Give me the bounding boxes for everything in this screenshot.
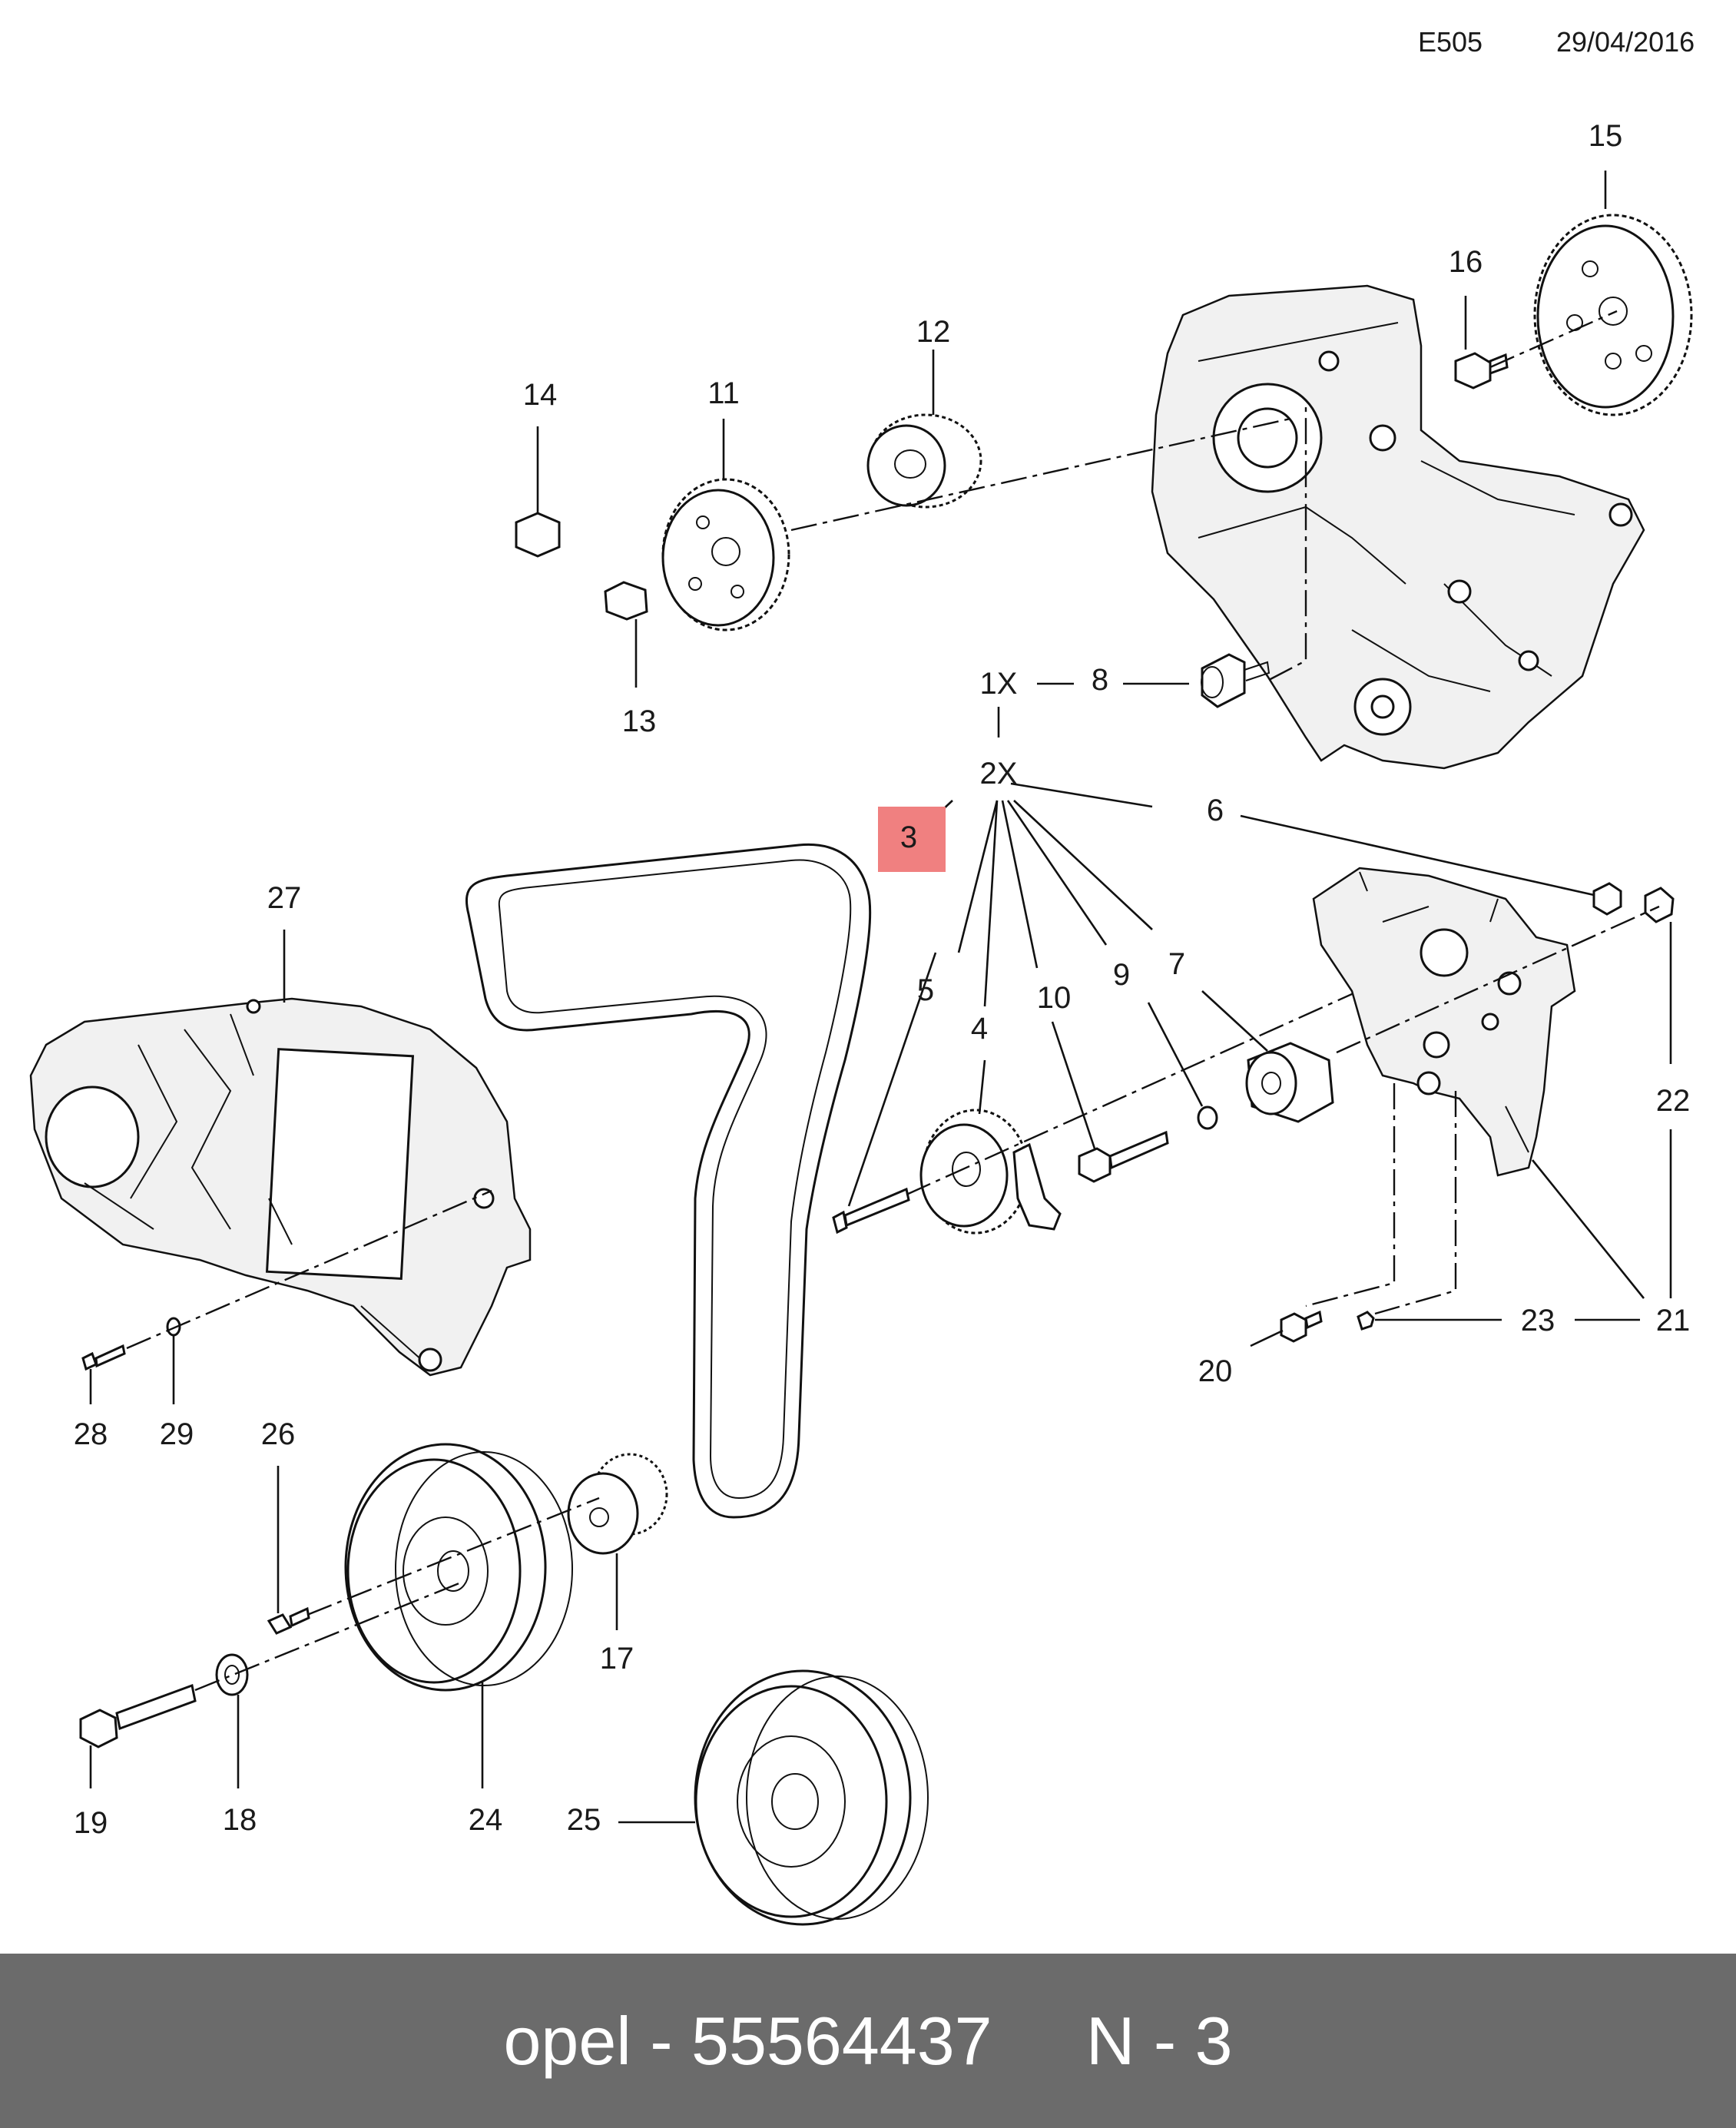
bolt-20	[1280, 1310, 1323, 1343]
callout-8: 8	[1092, 663, 1108, 697]
callout-28: 28	[74, 1417, 108, 1451]
bolt-22	[1644, 887, 1675, 923]
callout-26: 26	[261, 1417, 296, 1451]
callout-12: 12	[916, 315, 951, 349]
bolt-23	[1357, 1311, 1375, 1331]
screw-26	[267, 1606, 310, 1635]
bracket-21	[1312, 867, 1576, 1177]
callout-13: 13	[622, 704, 657, 738]
callout-22: 22	[1656, 1084, 1691, 1118]
tensioner-pulley	[919, 1109, 1062, 1235]
callout-17: 17	[600, 1642, 634, 1676]
callout-3: 3	[900, 820, 917, 854]
leader-lines	[89, 171, 1672, 1824]
part-number-banner: opel - 55564437 N - 3	[0, 1954, 1736, 2128]
callout-4: 4	[971, 1012, 988, 1046]
callout-1x: 1X	[980, 667, 1018, 701]
callout-25: 25	[567, 1803, 601, 1837]
callout-24: 24	[469, 1803, 503, 1837]
callout-20: 20	[1198, 1354, 1233, 1388]
diagram-date: 29/04/2016	[1556, 26, 1695, 58]
pulley-11	[661, 478, 790, 631]
callout-10: 10	[1037, 981, 1072, 1015]
callout-16: 16	[1449, 245, 1483, 279]
callout-18: 18	[223, 1803, 257, 1837]
engine-bracket	[1151, 284, 1645, 770]
damper-pulley-25	[694, 1669, 929, 1926]
callout-6: 6	[1207, 794, 1224, 827]
bolt-5	[832, 1187, 910, 1235]
callout-5: 5	[917, 973, 934, 1007]
callout-21: 21	[1656, 1304, 1691, 1337]
diagram-reference: N - 3	[1085, 2002, 1233, 2079]
nut-6	[1592, 882, 1622, 916]
sprocket-12	[866, 413, 982, 509]
nut-13	[604, 581, 648, 621]
diagram-code: E505	[1418, 26, 1483, 58]
exploded-parts-diagram: 3 1X 2X 4 5 6 7 8 9 10 11 12 13 14 15 16…	[29, 119, 1693, 1926]
camshaft-pulley	[1533, 214, 1693, 416]
nut-14	[515, 512, 561, 558]
highlight-box	[878, 807, 946, 872]
idler-7	[1245, 1042, 1334, 1123]
callout-29: 29	[160, 1417, 194, 1451]
idler-8	[1201, 653, 1271, 708]
callout-11: 11	[707, 376, 740, 410]
callout-15: 15	[1589, 119, 1623, 153]
washer-18	[215, 1653, 249, 1696]
callout-7: 7	[1168, 947, 1185, 981]
timing-cover	[29, 997, 532, 1377]
part-number: 55564437	[691, 2002, 992, 2079]
callout-19: 19	[74, 1806, 108, 1840]
callout-9: 9	[1113, 958, 1130, 992]
callout-2x: 2X	[980, 757, 1018, 791]
timing-belt	[465, 843, 872, 1519]
callout-labels: 1X 2X 4 5 6 7 8 9 10 11 12 13 14 15 16 1…	[74, 119, 1691, 1840]
callout-27: 27	[267, 881, 302, 915]
bolt-16	[1454, 352, 1509, 389]
brand-name: opel	[503, 2002, 631, 2079]
banner-separator: -	[650, 2002, 673, 2079]
callout-14: 14	[523, 378, 558, 412]
callout-23: 23	[1521, 1304, 1555, 1337]
bolt-19	[79, 1683, 197, 1748]
crank-sprocket	[567, 1453, 668, 1555]
screw-28	[81, 1344, 126, 1371]
bolt-10	[1078, 1130, 1169, 1183]
damper-pulley-24	[344, 1443, 573, 1692]
washer-9	[1197, 1105, 1218, 1130]
